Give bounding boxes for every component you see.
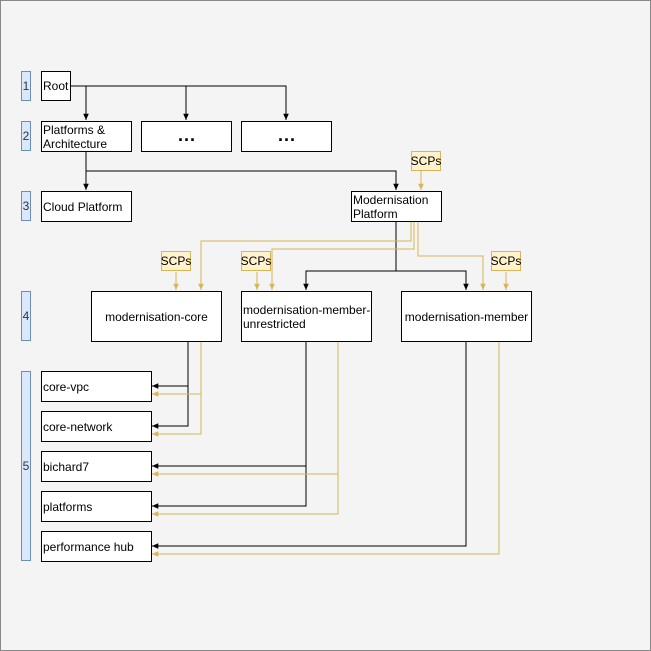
scp-inherit-core — [198, 222, 412, 290]
scp-inherit-member — [417, 222, 486, 290]
level-2-marker: 2 — [21, 121, 31, 151]
node-modernisation-member: modernisation-member — [401, 291, 532, 342]
node-root: Root — [41, 71, 71, 101]
node-modernisation-platform: Modernisation Platform — [351, 191, 442, 222]
edge-platforms-modernisation — [86, 170, 399, 190]
scp-member-performance-hub — [152, 342, 500, 557]
node-modernisation-member-unrestricted: modernisation-member-unrestricted — [241, 291, 372, 342]
scp-badge-modernisation-member-unrestricted: SCPs — [241, 251, 271, 271]
edge-unrestricted-bichard7 — [152, 342, 307, 469]
node-platforms-architecture: Platforms & Architecture — [41, 121, 132, 152]
node-cloud-platform: Cloud Platform — [41, 191, 132, 222]
node-platforms: platforms — [41, 491, 152, 522]
edge-member-performance-hub — [152, 342, 467, 549]
node-modernisation-core: modernisation-core — [91, 291, 222, 342]
scp-unrestricted-bichard7 — [152, 342, 339, 477]
node-performance-hub: performance hub — [41, 531, 152, 562]
node-core-vpc: core-vpc — [41, 371, 152, 402]
hierarchy-connectors — [71, 85, 469, 549]
level-4-marker: 4 — [21, 291, 31, 341]
edge-root-ellipsis-1 — [86, 85, 189, 120]
edge-modernisation-member — [396, 270, 469, 290]
edge-modernisation-core — [303, 222, 397, 290]
node-core-network: core-network — [41, 411, 152, 442]
scp-core-network — [152, 394, 202, 437]
edge-unrestricted-platforms — [152, 466, 307, 509]
scp-badge-modernisation-core: SCPs — [161, 251, 191, 271]
edge-root-platforms — [71, 85, 89, 120]
edge-core-network — [152, 386, 189, 429]
level-3-marker: 3 — [21, 191, 31, 221]
node-ellipsis-2: ... — [241, 121, 332, 152]
scp-connectors — [152, 171, 509, 557]
level-5-marker: 5 — [21, 371, 31, 561]
level-1-marker: 1 — [21, 71, 31, 101]
scp-badge-modernisation-platform: SCPs — [411, 151, 441, 171]
node-ellipsis-1: ... — [141, 121, 232, 152]
scp-unrestricted-platforms — [152, 474, 339, 517]
edge-core-vpc — [152, 342, 189, 389]
node-bichard7: bichard7 — [41, 451, 152, 482]
scp-badge-modernisation-member: SCPs — [491, 251, 521, 271]
scp-inherit-unrestricted — [269, 222, 415, 290]
edge-root-ellipsis-2 — [186, 85, 289, 120]
